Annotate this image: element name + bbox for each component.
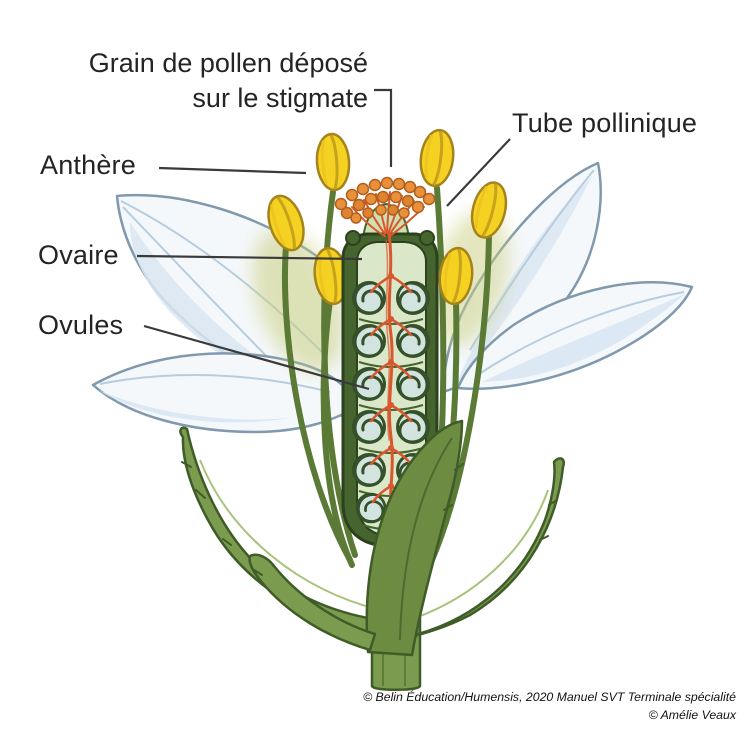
label-pollen-grain-line1: Grain de pollen déposé (88, 48, 368, 78)
pistil (334, 176, 439, 548)
anther-shape (313, 131, 353, 193)
leader-lines (136, 88, 511, 391)
label-pollen-grain-line2: sur le stigmate (192, 83, 368, 114)
stem-and-sepals (179, 419, 565, 691)
label-ovaire: Ovaire (38, 240, 119, 270)
pollen-grains-cluster (334, 176, 436, 224)
leader-line-ovaire (136, 254, 363, 261)
label-anthere: Anthère (40, 150, 136, 180)
pollen-tube-axis (369, 232, 413, 527)
credit-publisher: © Belin Éducation/Humensis, 2020 Manuel … (363, 690, 736, 704)
sepal-front-left (248, 553, 377, 652)
label-pollen-tube: Tube pollinique (512, 108, 698, 138)
credit-illustrator: © Amélie Veaux (648, 708, 736, 723)
label-ovules: Ovules (38, 310, 124, 340)
pollen-tube-knots (388, 273, 394, 489)
leader-line-anthere (158, 166, 307, 175)
anther-shape (416, 126, 458, 190)
leader-line-pollen-grain (374, 88, 393, 167)
credits: © Belin Éducation/Humensis, 2020 Manuel … (363, 688, 736, 725)
leader-line-ovules (143, 324, 370, 391)
label-pollen-grain: Grain de pollen déposé sur le stigmate (30, 46, 368, 116)
leader-line-pollen-tube (446, 138, 511, 207)
sepal-front-center (365, 419, 464, 657)
sepal-right (400, 457, 565, 640)
